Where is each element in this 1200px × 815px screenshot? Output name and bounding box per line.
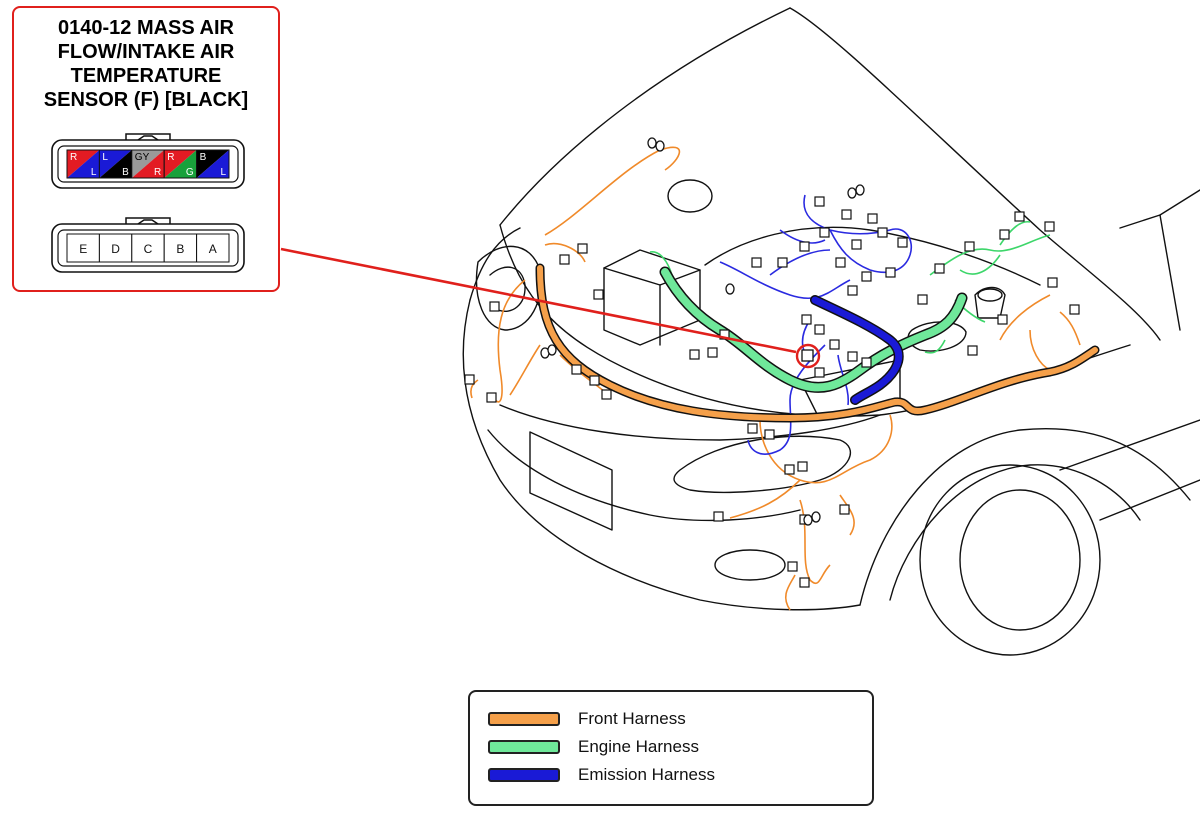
legend-label: Front Harness <box>578 709 686 728</box>
title-line: TEMPERATURE <box>70 65 222 87</box>
legend-label: Engine Harness <box>578 737 699 756</box>
wire-color-top: R <box>167 152 174 163</box>
legend-swatch <box>488 712 560 726</box>
pin-letter: A <box>209 242 217 256</box>
emission-harness-trunk <box>810 295 904 405</box>
car-body-outline <box>462 7 1200 656</box>
wire-color-bottom: B <box>122 167 129 178</box>
pin-letter: D <box>111 242 120 256</box>
legend-label: Emission Harness <box>578 765 715 784</box>
pin-letter: B <box>176 242 184 256</box>
legend-item-front-harness: Front Harness <box>488 708 686 730</box>
legend-swatch <box>488 768 560 782</box>
harness-legend: Front Harness Engine Harness Emission Ha… <box>468 690 874 806</box>
legend-swatch <box>488 740 560 754</box>
wire-color-bottom: L <box>220 167 226 178</box>
wire-color-bottom: R <box>154 167 161 178</box>
engine-harness-branches <box>649 220 1051 354</box>
connector-title: 0140-12 MASS AIR FLOW/INTAKE AIR TEMPERA… <box>20 16 272 112</box>
wire-pin: RL <box>66 149 100 179</box>
connectors <box>464 196 1080 588</box>
ring-connectors <box>540 137 865 526</box>
wire-color-top: L <box>102 152 108 163</box>
pin-cell <box>163 233 198 263</box>
sensor-location-highlight <box>795 343 821 369</box>
legend-item-engine-harness: Engine Harness <box>488 736 699 758</box>
wire-color-top: B <box>200 152 207 163</box>
pin-cell <box>98 233 133 263</box>
pin-cell <box>66 233 100 263</box>
wire-pin: RG <box>163 149 198 179</box>
pin-letter: E <box>79 242 87 256</box>
wire-color-top: GY <box>135 152 150 163</box>
title-line: FLOW/INTAKE AIR <box>57 41 235 63</box>
wire-pin: LB <box>98 149 133 179</box>
wire-pin: BL <box>196 149 230 179</box>
engine-harness-trunk <box>659 266 968 393</box>
leader-line <box>280 247 797 354</box>
wire-color-bottom: L <box>91 167 97 178</box>
title-line: SENSOR (F) [BLACK] <box>43 89 249 111</box>
wire-pin: GY R <box>131 149 165 179</box>
pin-letter: C <box>144 242 153 256</box>
title-line: 0140-12 MASS AIR <box>58 17 234 39</box>
sensor-connector-marker <box>801 349 814 362</box>
pin-cell <box>196 233 230 263</box>
legend-item-emission-harness: Emission Harness <box>488 764 715 786</box>
wire-color-bottom: G <box>186 167 194 178</box>
connector-callout: 0140-12 MASS AIR FLOW/INTAKE AIR TEMPERA… <box>12 6 280 292</box>
wire-color-top: R <box>70 152 77 163</box>
front-harness-trunk <box>535 263 1100 423</box>
pin-cell <box>131 233 165 263</box>
